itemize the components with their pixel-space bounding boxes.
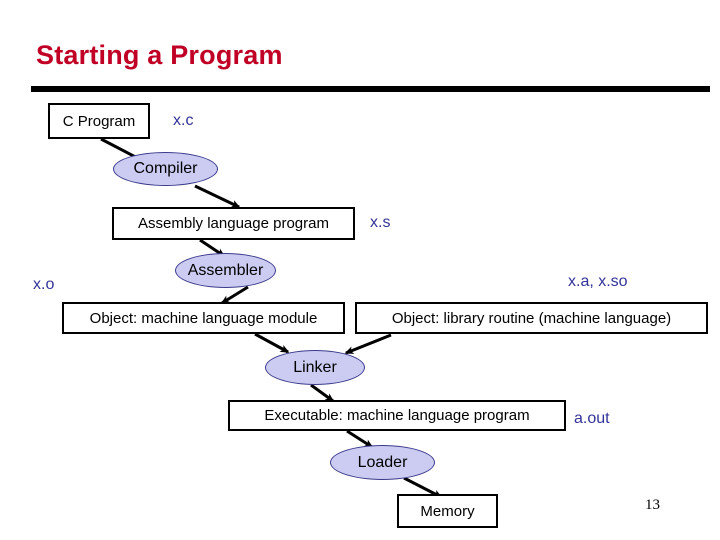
node-assembler-label: Assembler [187, 261, 264, 279]
node-assembly-language-program[interactable]: Assembly language program [112, 207, 355, 240]
arrow-linker-to-executable [310, 383, 335, 403]
node-memory-label: Memory [420, 502, 475, 520]
extension-label-x-c: x.c [173, 113, 193, 129]
extension-label-x-o-text: x.o [33, 276, 55, 293]
node-c-program-label: C Program [62, 112, 136, 130]
arrow-compiler-to-assembly [194, 184, 241, 209]
extension-label-x-o: x.o [33, 277, 54, 293]
node-executable-machine-language-program-label: Executable: machine language program [264, 407, 530, 424]
extension-label-x-a-x-so: x.a, x.so [568, 274, 628, 290]
node-linker[interactable]: Linker [265, 350, 365, 385]
extension-label-x-s: x.s [370, 215, 390, 231]
node-object-library-routine[interactable]: Object: library routine (machine languag… [355, 302, 708, 334]
title-divider [31, 86, 710, 92]
extension-label-a-out: a.out [574, 411, 610, 427]
arrow-object-library-to-linker [344, 333, 392, 355]
node-loader[interactable]: Loader [330, 445, 435, 480]
arrow-object-module-to-linker [254, 332, 290, 354]
node-c-program[interactable]: C Program [48, 103, 150, 139]
node-compiler[interactable]: Compiler [113, 152, 218, 186]
extension-label-x-c-text: x.c [173, 112, 194, 129]
arrow-assembler-to-object-module [220, 285, 249, 305]
node-assembler[interactable]: Assembler [175, 253, 276, 288]
node-linker-label: Linker [293, 358, 337, 376]
node-assembly-language-program-label: Assembly language program [138, 215, 329, 232]
node-compiler-label: Compiler [133, 160, 198, 177]
node-loader-label: Loader [357, 453, 408, 471]
page-title: Starting a Program [36, 40, 283, 70]
node-object-machine-language-module-label: Object: machine language module [89, 309, 318, 327]
node-memory[interactable]: Memory [397, 494, 498, 528]
node-executable-machine-language-program[interactable]: Executable: machine language program [228, 400, 566, 431]
extension-label-x-a-x-so-text: x.a, x.so [568, 273, 628, 290]
page-number: 13 [645, 497, 660, 513]
extension-label-a-out-text: a.out [574, 410, 610, 427]
extension-label-x-s-text: x.s [370, 214, 391, 231]
node-object-machine-language-module[interactable]: Object: machine language module [62, 302, 345, 334]
node-object-library-routine-label: Object: library routine (machine languag… [391, 309, 672, 327]
